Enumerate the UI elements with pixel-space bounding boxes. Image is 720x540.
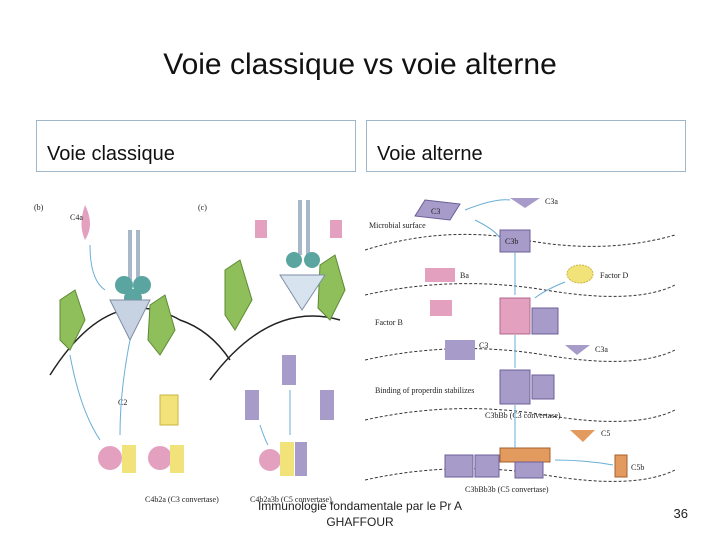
c3-convertase-label: C3bBb (C3 convertase) <box>485 411 561 420</box>
page-number: 36 <box>673 506 688 521</box>
c4b2a3b-label: C4b2a3b (C5 convertase) <box>250 495 332 504</box>
classical-pathway-diagram: (b) (c) C4a C2 <box>34 200 346 504</box>
microbial-surface-label: Microbial surface <box>369 221 426 230</box>
c5b-label: C5b <box>631 463 644 472</box>
panel-b-label: (b) <box>34 203 44 212</box>
complement-figure: (b) (c) C4a C2 <box>30 190 675 515</box>
c2-label: C2 <box>118 398 127 407</box>
c4b2a-label: C4b2a (C3 convertase) <box>145 495 219 504</box>
footer-author: Immunologie fondamentale par le Pr A GHA… <box>257 499 463 529</box>
right-column-header: Voie alterne <box>366 120 686 172</box>
c3-label: C3 <box>431 207 440 216</box>
c5-label: C5 <box>601 429 610 438</box>
c3a-label-2: C3a <box>595 345 608 354</box>
properdin-label: Binding of properdin stabilizes <box>375 386 474 395</box>
factor-d-label: Factor D <box>600 271 628 280</box>
panel-c-label: (c) <box>198 203 207 212</box>
left-column-header: Voie classique <box>36 120 356 172</box>
ba-label: Ba <box>460 271 469 280</box>
c5-convertase-label: C3bBb3b (C5 convertase) <box>465 485 549 494</box>
slide-title: Voie classique vs voie alterne <box>163 48 557 81</box>
c4a-label: C4a <box>70 213 83 222</box>
alternative-pathway-diagram: Microbial surface C3 C3a C3b Factor D Ba… <box>365 197 675 494</box>
c3-label-2: C3 <box>479 341 488 350</box>
factor-b-label: Factor B <box>375 318 403 327</box>
c3a-label: C3a <box>545 197 558 206</box>
c3b-label: C3b <box>505 237 518 246</box>
